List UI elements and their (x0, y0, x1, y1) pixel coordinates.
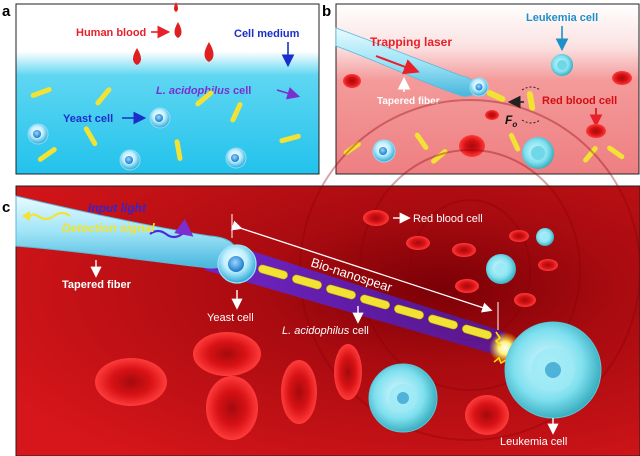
yeast-cell (27, 123, 49, 145)
leukemia-label-c: Leukemia cell (500, 436, 567, 448)
red-blood-cell (343, 74, 361, 88)
cell-medium-label: Cell medium (234, 28, 300, 40)
input-light-arrow (149, 219, 194, 239)
bacterium (431, 149, 448, 164)
force-label: Fo (505, 113, 517, 129)
bacterium (230, 102, 243, 123)
red-blood-cell (455, 279, 479, 293)
blood-drop (174, 2, 178, 12)
lacidophilus-rest: cell (230, 85, 251, 97)
bacterium-trapped (486, 90, 506, 102)
lacidophilus-italic: L. acidophilus (156, 85, 230, 97)
red-blood-cell (509, 230, 529, 242)
yeast-cell-trapped (469, 77, 489, 97)
red-blood-cell (95, 358, 167, 406)
force-main: F (505, 113, 513, 127)
rotation-arc-bottom (521, 119, 541, 124)
chain-bacterium (462, 324, 492, 340)
yeast-cell (225, 147, 247, 169)
bacteria-group-a (30, 87, 301, 162)
bacterium (95, 87, 112, 106)
bacterium (343, 141, 361, 156)
trapping-laser-arrow (375, 55, 420, 75)
chain-bacterium (428, 314, 458, 330)
blood-drop (204, 42, 214, 62)
blood-drop (174, 22, 182, 38)
detection-signal-label: Detection signal (62, 221, 155, 235)
tapered-fiber-label-b: Tapered fiber (377, 96, 440, 107)
leukemia-cell-small (486, 254, 516, 284)
rotation-arc-top (521, 86, 541, 91)
leukemia-label-b: Leukemia cell (526, 12, 598, 24)
bacterium (279, 133, 301, 144)
bacterium (30, 87, 52, 98)
red-blood-cell (452, 243, 476, 257)
red-blood-cell (459, 135, 485, 157)
yeast-cell-c (217, 244, 257, 284)
lacidophilus-arrow-a (276, 87, 301, 100)
leukemia-cell-b (551, 54, 573, 76)
lacidophilus-label-a: L. acidophilus cell (156, 85, 251, 97)
yeast-cell (119, 149, 141, 171)
bacterium-rotating (526, 91, 536, 111)
bacterium (607, 145, 625, 160)
red-blood-cell (538, 259, 558, 271)
leukemia-cell-medium (368, 363, 438, 433)
bacterium (174, 139, 183, 161)
leukemia-cell-large (504, 321, 602, 419)
leukemia-cell (522, 137, 554, 169)
panel-a: a Human blood Cell medium L. acidophilus… (2, 2, 320, 175)
yeast-cell (372, 139, 396, 163)
yeast-cell (149, 107, 171, 129)
red-blood-cell (206, 376, 258, 440)
panel-c-letter: c (2, 199, 10, 216)
red-blood-cell (586, 124, 606, 138)
input-light-label: Input light (88, 201, 147, 215)
red-blood-cell (465, 395, 509, 435)
bio-nanospear-dimension (230, 220, 493, 313)
red-blood-cell (612, 71, 632, 85)
leukemia-cell-tiny (536, 228, 554, 246)
trapping-laser-label: Trapping laser (370, 35, 452, 49)
red-blood-cell (406, 236, 430, 250)
blood-drop (133, 48, 141, 65)
rbc-group-c (95, 210, 558, 440)
detection-signal-arrow (29, 211, 71, 221)
spark-icon (494, 331, 502, 347)
red-blood-cell (514, 293, 536, 307)
yeast-label-c: Yeast cell (207, 312, 254, 324)
lacidophilus-rest-c: cell (349, 325, 369, 337)
yeast-label-a: Yeast cell (63, 113, 113, 125)
lacidophilus-label-c: L. acidophilus cell (282, 325, 369, 337)
panel-c: c Input light Detection signal Tapered f… (2, 99, 640, 456)
bacteria-group-b (343, 132, 625, 164)
bacterium (583, 146, 598, 163)
human-blood-label: Human blood (76, 27, 146, 39)
red-blood-cell (363, 210, 389, 226)
detection-signal-head (22, 211, 30, 221)
red-blood-label-b: Red blood cell (542, 95, 617, 107)
spark-icon (493, 356, 507, 365)
red-blood-cell (485, 110, 499, 120)
lacidophilus-italic-c: L. acidophilus (282, 325, 350, 337)
red-blood-label-c: Red blood cell (413, 213, 483, 225)
tapered-fiber-label-c: Tapered fiber (62, 279, 132, 291)
bacterium (508, 132, 521, 152)
red-blood-cell (193, 332, 261, 376)
panel-b: b Trapping laser Leukemia cell Tapered f… (322, 3, 640, 175)
bacterium (83, 126, 98, 147)
bacterium (37, 147, 57, 162)
red-blood-cell (334, 344, 362, 400)
red-blood-cell (281, 360, 317, 424)
panel-a-letter: a (2, 3, 11, 20)
force-sub: o (512, 120, 517, 129)
bacterium (414, 132, 429, 150)
panel-b-letter: b (322, 3, 331, 20)
bacterium (195, 90, 214, 107)
